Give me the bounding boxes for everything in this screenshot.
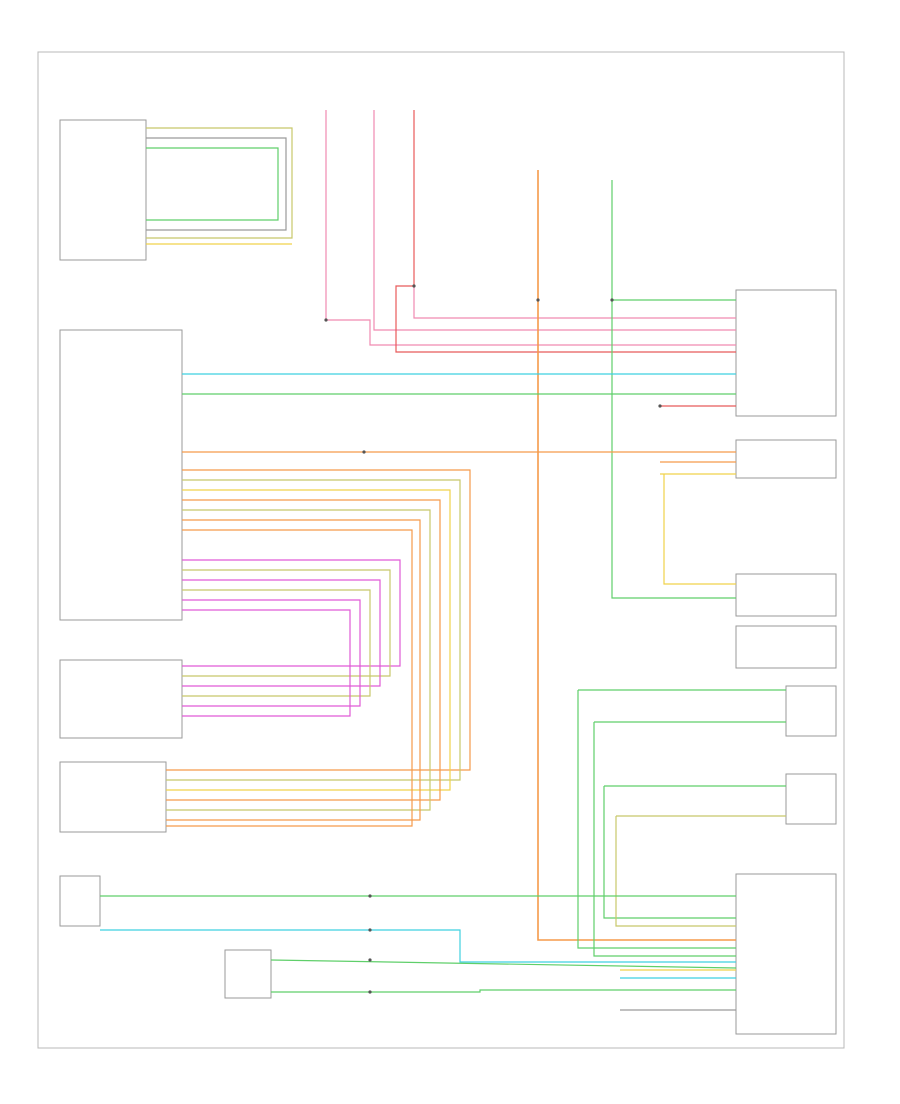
- wire-orange: [166, 529, 413, 827]
- splice-dot: [412, 284, 416, 288]
- wire-orange: [166, 499, 441, 801]
- wire-olive: [146, 127, 293, 239]
- wire-orange: [537, 170, 736, 941]
- wire-magenta: [182, 579, 381, 687]
- splice-dot: [610, 298, 614, 302]
- wire-yellow: [663, 474, 736, 585]
- diagram-frame: [37, 51, 845, 1049]
- abs-module-box: [735, 873, 837, 1035]
- wire-orange: [166, 519, 421, 821]
- wire-pink: [325, 110, 736, 346]
- wire-pink: [413, 286, 736, 319]
- pedal-position-box: [59, 761, 167, 833]
- splice-dot: [368, 894, 372, 898]
- cluster-connector-box: [735, 625, 837, 669]
- wire-green: [611, 180, 736, 599]
- wire-green: [603, 786, 736, 919]
- wire-olive: [166, 509, 431, 811]
- wire-magenta: [182, 559, 401, 667]
- wire-magenta: [182, 599, 361, 707]
- splice-dot: [658, 404, 662, 408]
- clutch-switch-box: [735, 573, 837, 617]
- instrument-cluster-box: [735, 289, 837, 417]
- wire-green: [271, 989, 736, 993]
- splice-dot: [324, 318, 328, 322]
- wire-orange: [166, 469, 471, 771]
- left-front-sensor-box: [59, 875, 101, 927]
- wire-red: [395, 110, 736, 353]
- control-module-box: [59, 329, 183, 621]
- left-rear-sensor-box: [224, 949, 272, 999]
- splice-dot: [362, 450, 366, 454]
- wire-olive: [182, 569, 391, 677]
- wire-green: [146, 147, 279, 221]
- wire-olive: [166, 479, 461, 781]
- wire-olive: [615, 816, 736, 927]
- wire-magenta: [182, 609, 351, 717]
- wire-green: [577, 690, 736, 949]
- wire-green: [593, 722, 736, 957]
- stop-lamp-switch-box: [735, 439, 837, 479]
- wire-pink: [373, 110, 736, 331]
- connector-group: [324, 284, 662, 994]
- switch-module-box: [59, 119, 147, 261]
- splice-dot: [536, 298, 540, 302]
- right-front-sensor-box: [785, 685, 837, 737]
- wire-olive: [182, 589, 371, 697]
- wire-cyan: [100, 929, 736, 963]
- wire-green: [270, 959, 737, 969]
- splice-dot: [368, 958, 372, 962]
- splice-dot: [368, 928, 372, 932]
- pedal-sensor-box: [59, 659, 183, 739]
- wire-gray: [146, 137, 287, 231]
- wire-group: [100, 110, 786, 1011]
- wire-yellow: [166, 489, 451, 791]
- right-rear-sensor-box: [785, 773, 837, 825]
- splice-dot: [368, 990, 372, 994]
